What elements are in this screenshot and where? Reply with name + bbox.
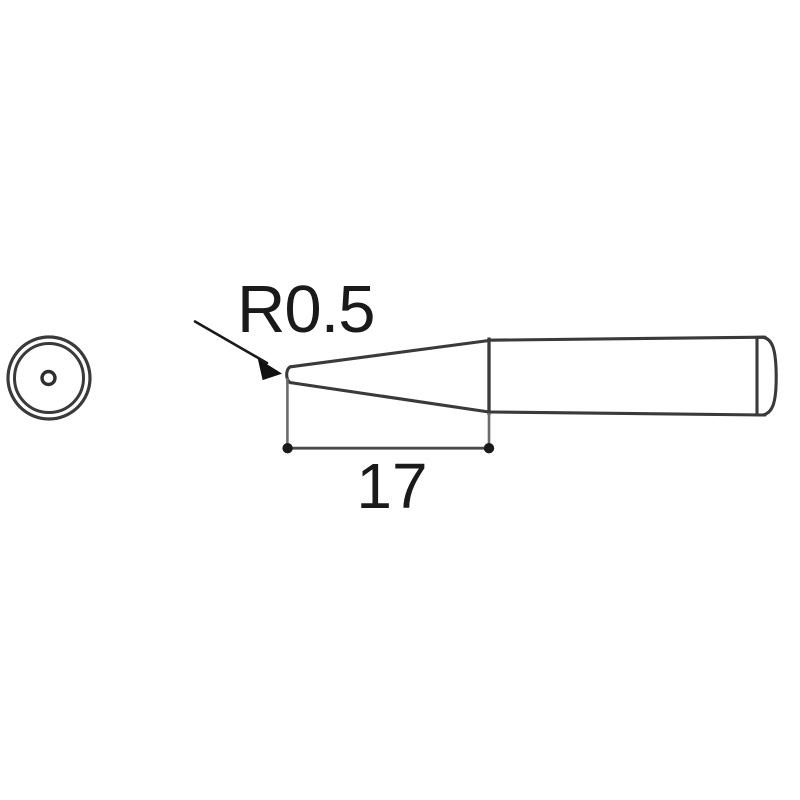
radius-label-text: R0.5 [237,272,375,347]
end-view-center-bore [40,369,57,387]
radius-leader-line [193,320,269,365]
radius-leader-arrowhead [257,358,283,381]
dimension-endpoint-dot-right [483,443,495,454]
length-label-text: 17 [356,450,427,522]
shank-lower-edge [487,410,765,417]
dimension-endpoint-dot-left [282,443,293,454]
tip-nose-radius [285,365,293,385]
shank-rear-end-cap [761,335,778,417]
side-view-profile [285,335,778,417]
end-view-inner-circle [13,342,85,414]
end-view-outer-circle [6,335,92,421]
shank-upper-edge [487,335,765,342]
end-view-front [6,335,92,421]
length-dimension [282,378,495,454]
cone-lower-edge [288,381,491,414]
cone-upper-edge [288,338,491,369]
radius-leader [193,320,283,381]
